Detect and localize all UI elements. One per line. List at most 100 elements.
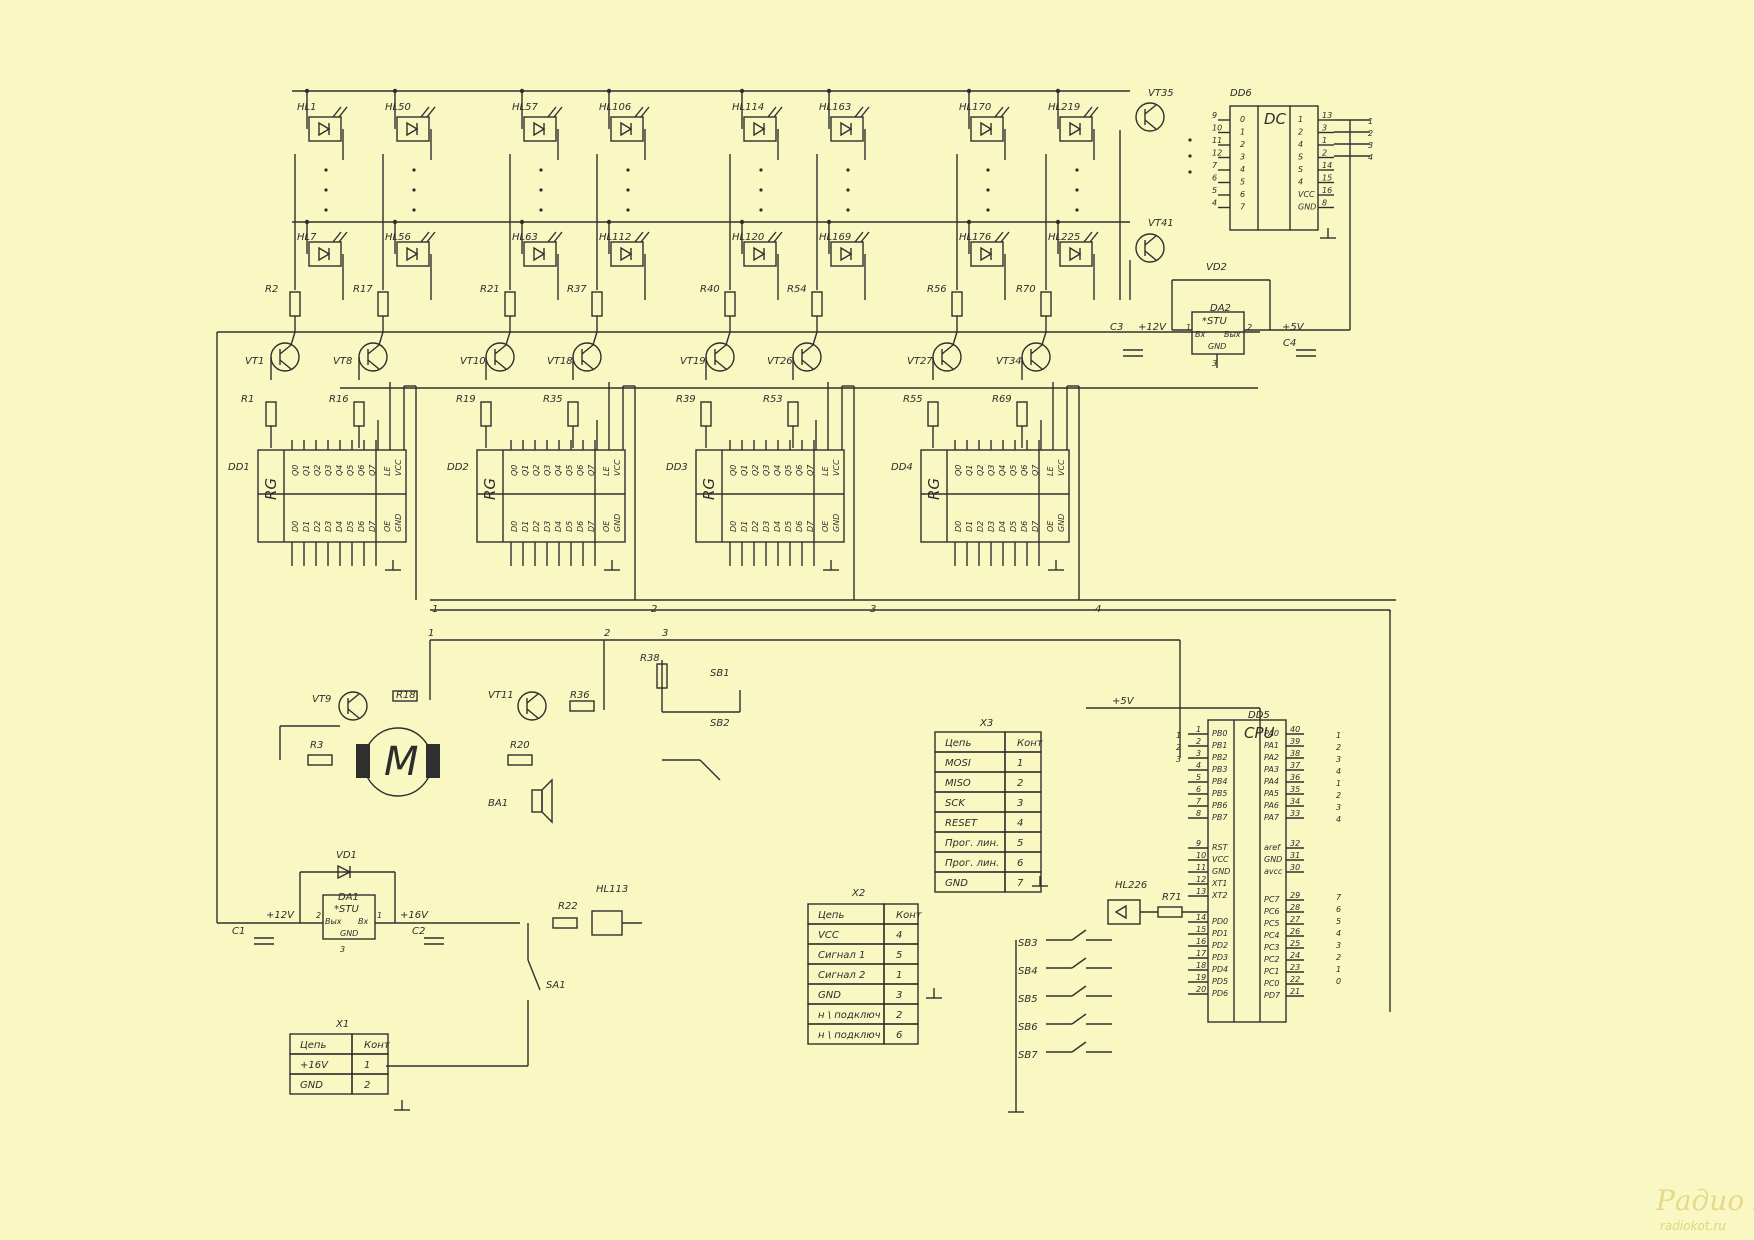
- reg-d: D7: [587, 520, 596, 532]
- cpu-right-num: 22: [1290, 975, 1300, 984]
- led-top-label: HL1: [297, 102, 316, 113]
- reg-q: Q5: [565, 465, 574, 476]
- table-cell: Конт: [364, 1040, 391, 1051]
- led-top: [523, 106, 563, 142]
- cpu-left-num: 15: [1196, 925, 1206, 934]
- svg-text:C2: C2: [412, 926, 425, 937]
- resistor-base: [927, 401, 939, 427]
- reg-q: Q1: [965, 465, 974, 476]
- led-bottom-label: HL225: [1048, 232, 1080, 243]
- reg-d: D4: [335, 521, 344, 532]
- led-top: [830, 106, 870, 142]
- cpu-right-pin: avcc: [1264, 867, 1283, 876]
- reg-q: Q7: [368, 464, 377, 476]
- cpu-right-pin: PC4: [1264, 931, 1280, 940]
- reg-oe: OE: [602, 520, 611, 532]
- svg-text:+12V: +12V: [266, 910, 295, 921]
- led-bottom-label: HL176: [959, 232, 991, 243]
- button-label: SB4: [1018, 966, 1038, 977]
- reg-d: D3: [543, 521, 552, 532]
- cpu-pc-num: 3: [1336, 941, 1341, 950]
- dd6-out: 0: [1240, 115, 1245, 124]
- resistor-column: [951, 291, 963, 317]
- cpu-pa-num: 4: [1336, 815, 1341, 824]
- transistor-row: [358, 342, 388, 372]
- regulator-da2: DA2 *STU Вх Вых GND 1 2 3 VD2 C3 C4 +12V…: [1110, 262, 1305, 368]
- cpu-right-num: 32: [1290, 839, 1300, 848]
- table-cell: GND: [818, 990, 841, 1001]
- reg-q: Q2: [313, 465, 322, 476]
- svg-text:Вх: Вх: [1195, 330, 1205, 339]
- transistor-row: [1021, 342, 1051, 372]
- cpu-pb-num: 2: [1176, 743, 1181, 752]
- svg-text:1: 1: [1186, 323, 1191, 332]
- table-cell: GND: [945, 878, 968, 889]
- decoder-func: DC: [1264, 110, 1287, 128]
- resistor-base-label: R35: [543, 394, 563, 405]
- register: [695, 449, 845, 543]
- cpu-left-pin: PD0: [1212, 917, 1228, 926]
- reg-le: LE: [1046, 466, 1055, 476]
- cpu-left-pin: XT1: [1211, 879, 1227, 888]
- reg-d: D0: [954, 521, 963, 532]
- cpu-left-pin: PD5: [1212, 977, 1228, 986]
- motor-section: VT9 R18 R3 VT11 R36 R20 BA1 1 2 3 M R38 …: [310, 628, 730, 809]
- transistor-row: [792, 342, 822, 372]
- dd6-out: 4: [1240, 165, 1245, 174]
- svg-text:R20: R20: [510, 740, 530, 751]
- reg-d: D0: [510, 521, 519, 532]
- reg-q: Q6: [795, 465, 804, 476]
- cpu-left-pin: PB5: [1212, 789, 1227, 798]
- dd6-port: 4: [1368, 153, 1373, 162]
- cpu-right-pin: PA7: [1264, 813, 1280, 822]
- x2-name: X2: [851, 888, 865, 899]
- led-top-label: HL170: [959, 102, 991, 113]
- dd6-right-pin: 14: [1322, 161, 1332, 170]
- reg-q: Q1: [521, 465, 530, 476]
- dd6-port: 2: [1368, 129, 1373, 138]
- cpu-right-num: 27: [1290, 915, 1301, 924]
- table-cell: Цепь: [945, 738, 971, 749]
- reg-d: D1: [965, 521, 974, 532]
- resistor-base: [700, 401, 712, 427]
- table-cell: 5: [1017, 838, 1023, 849]
- table-cell: 7: [1017, 878, 1024, 889]
- resistor-label: R40: [700, 284, 720, 295]
- cpu-left-num: 20: [1196, 985, 1206, 994]
- reg-d: D3: [762, 521, 771, 532]
- reg-q: Q0: [729, 465, 738, 476]
- transistor-row: [485, 342, 515, 372]
- reg-q: Q5: [346, 465, 355, 476]
- reg-q: Q3: [543, 465, 552, 476]
- resistor-base: [567, 401, 579, 427]
- reg-d: D6: [357, 521, 366, 532]
- motor-brush: [356, 744, 370, 778]
- cpu-right-num: 38: [1290, 749, 1300, 758]
- reg-oe: OE: [383, 520, 392, 532]
- reg-d: D1: [302, 521, 311, 532]
- cpu-left-pin: PD1: [1212, 929, 1228, 938]
- table-cell: н \ подключ: [818, 1010, 881, 1021]
- reg-q: Q5: [1009, 465, 1018, 476]
- cpu-right-num: 36: [1290, 773, 1300, 782]
- vt35-label: VT35: [1148, 88, 1174, 99]
- reg-d: D1: [740, 521, 749, 532]
- cpu-right-pin: PA3: [1264, 765, 1279, 774]
- led-top: [308, 106, 348, 142]
- cpu-pc-num: 2: [1336, 953, 1341, 962]
- resistor-r22: [552, 917, 578, 929]
- svg-text:HL113: HL113: [596, 884, 628, 895]
- resistor-base-label: R19: [456, 394, 476, 405]
- reg-q: Q4: [554, 465, 563, 476]
- resistor-label: R2: [265, 284, 278, 295]
- button-label: SB5: [1018, 994, 1038, 1005]
- dd6-right-pin: 3: [1322, 124, 1327, 133]
- resistor-column: [724, 291, 736, 317]
- register: [476, 449, 626, 543]
- led-bottom: [830, 231, 870, 267]
- table-cell: 1: [1017, 758, 1023, 769]
- led-top: [396, 106, 436, 142]
- dd6-in-pin: 6: [1212, 174, 1217, 183]
- table-cell: MOSI: [945, 758, 971, 769]
- cpu-left-pin: PB7: [1212, 813, 1228, 822]
